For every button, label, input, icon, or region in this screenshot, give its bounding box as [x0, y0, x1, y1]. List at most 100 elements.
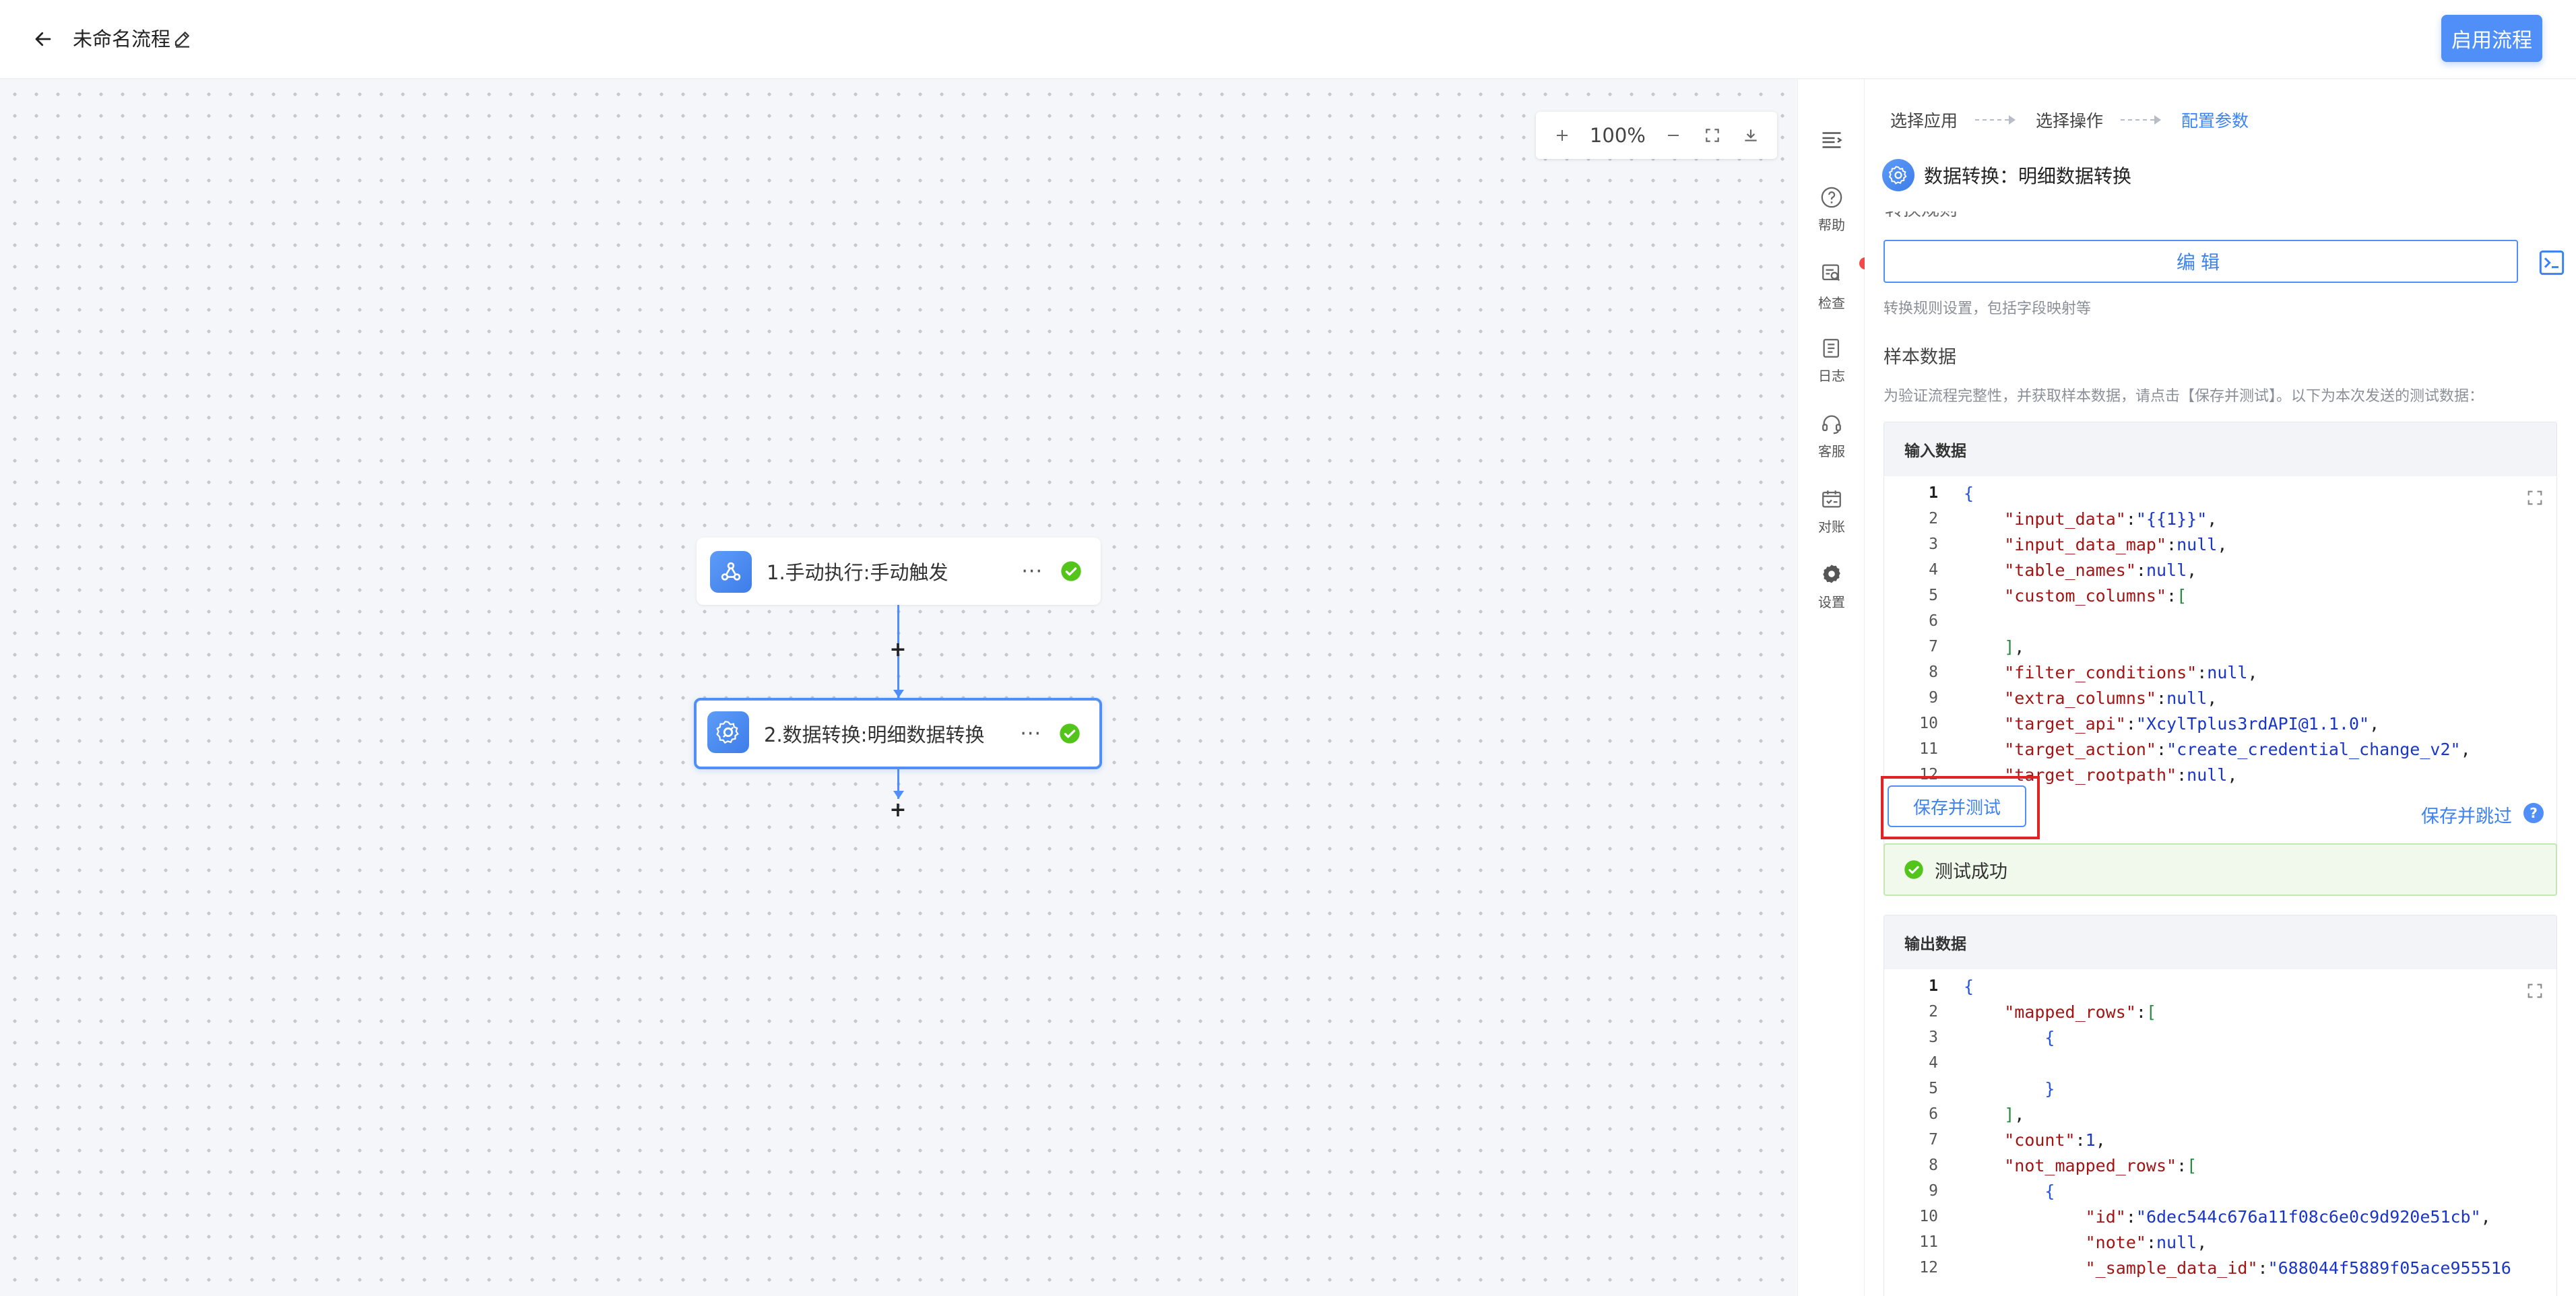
add-node-button[interactable]: + [889, 798, 907, 822]
output-data-title: 输出数据 [1884, 915, 2556, 969]
collapse-panel-button[interactable] [1798, 128, 1865, 152]
line-number: 1 [1929, 977, 1938, 995]
sample-data-hint: 为验证流程完整性，并获取样本数据，请点击【保存并测试】。以下为本次发送的测试数据… [1883, 388, 2484, 405]
code-text: "input_data":"{{1}}", [2004, 509, 2218, 529]
data-transform-icon [707, 711, 749, 753]
help-circle-icon[interactable]: ? [2523, 803, 2544, 823]
save-and-skip-button[interactable]: 保存并跳过 [2421, 806, 2512, 827]
line-number: 2 [1929, 1003, 1938, 1020]
expand-icon[interactable] [2525, 488, 2544, 507]
code-text: "custom_columns":[ [2004, 585, 2187, 606]
download-button[interactable] [1737, 122, 1764, 149]
trigger-icon [710, 551, 752, 593]
line-number: 1 [1929, 484, 1938, 502]
node-more-button[interactable]: ··· [1020, 721, 1041, 746]
settings-button[interactable]: 设置 [1798, 563, 1865, 611]
code-text: "target_action":"create_credential_chang… [2004, 739, 2471, 759]
reconcile-icon [1822, 490, 1841, 508]
zoom-toolbar: 100% [1536, 112, 1777, 159]
back-button[interactable] [30, 26, 57, 53]
edit-title-button[interactable] [172, 28, 194, 50]
code-text: "id":"6dec544c676a11f08c6e0c9d920e51cb", [2085, 1206, 2491, 1227]
code-text: "count":1, [2004, 1130, 2106, 1150]
step-breadcrumb: 选择应用 选择操作 配置参数 [1890, 108, 2249, 132]
line-number: 3 [1929, 1029, 1938, 1046]
step-select-app[interactable]: 选择应用 [1890, 111, 1958, 131]
flow-node-1[interactable]: 1.手动执行:手动触发 ··· [697, 538, 1101, 605]
code-line: 10 "target_api":"XcylTplus3rdAPI@1.1.0", [1884, 711, 2556, 736]
code-text: ], [2004, 637, 2025, 657]
expand-icon[interactable] [2525, 981, 2544, 1000]
code-text: "table_names":null, [2004, 560, 2197, 580]
line-number: 9 [1929, 689, 1938, 707]
add-node-button[interactable]: + [889, 638, 907, 661]
flow-canvas[interactable]: 100% 1.手动执行:手动触发 ··· + [0, 79, 1797, 1296]
zoom-in-button[interactable] [1549, 122, 1576, 149]
code-line: 6 [1884, 608, 2556, 634]
data-transform-icon [1882, 159, 1914, 191]
code-line: 4 "table_names":null, [1884, 557, 2556, 583]
edit-rule-button[interactable]: 编辑 [1883, 240, 2518, 283]
step-separator [1975, 113, 2018, 127]
code-line: 6 ], [1884, 1101, 2556, 1127]
config-panel: 选择应用 选择操作 配置参数 数据转换：明细数据转换 转换规则 编辑 转换规则设… [1865, 79, 2576, 1296]
code-text: ], [2004, 1104, 2025, 1124]
code-text: "target_rootpath":null, [2004, 765, 2238, 785]
reconcile-button[interactable]: 对账 [1798, 488, 1865, 536]
rule-section-title: 转换规则 [1885, 212, 1958, 228]
gear-icon [1823, 564, 1840, 583]
code-text: { [1964, 483, 1974, 503]
log-button[interactable]: 日志 [1798, 337, 1865, 385]
icon-bar-label: 检查 [1818, 295, 1845, 311]
code-line: 1{ [1884, 973, 2556, 999]
customer-service-button[interactable]: 客服 [1798, 412, 1865, 460]
line-number: 11 [1919, 1233, 1938, 1251]
fit-view-button[interactable] [1699, 122, 1726, 149]
code-line: 4 [1884, 1050, 2556, 1076]
enable-flow-button[interactable]: 启用流程 [2441, 15, 2542, 62]
line-number: 7 [1929, 1131, 1938, 1148]
icon-bar-label: 客服 [1818, 443, 1845, 459]
code-text: "not_mapped_rows":[ [2004, 1155, 2197, 1175]
line-number: 7 [1929, 638, 1938, 655]
code-line: 10 "id":"6dec544c676a11f08c6e0c9d920e51c… [1884, 1204, 2556, 1229]
zoom-out-button[interactable] [1660, 122, 1687, 149]
code-line: 1{ [1884, 480, 2556, 506]
input-code-editor[interactable]: 1{2 "input_data":"{{1}}",3 "input_data_m… [1884, 476, 2556, 786]
step-config-params[interactable]: 配置参数 [2181, 111, 2249, 131]
line-number: 5 [1929, 587, 1938, 604]
connector-line [897, 769, 899, 799]
line-number: 4 [1929, 561, 1938, 579]
code-text: "extra_columns":null, [2004, 688, 2218, 708]
node-label: 1.手动执行:手动触发 [767, 561, 948, 584]
code-line: 11 "note":null, [1884, 1229, 2556, 1255]
code-line: 8 "not_mapped_rows":[ [1884, 1153, 2556, 1178]
code-text: "target_api":"XcylTplus3rdAPI@1.1.0", [2004, 713, 2380, 734]
line-number: 8 [1929, 1157, 1938, 1174]
right-icon-bar: 帮助 ! 检查 日志 客服 [1797, 79, 1871, 1296]
terminal-button[interactable] [2538, 249, 2565, 276]
node-more-button[interactable]: ··· [1021, 559, 1043, 583]
check-button[interactable]: ! 检查 [1798, 257, 1871, 312]
rule-hint: 转换规则设置，包括字段映射等 [1883, 300, 2092, 317]
line-number: 12 [1919, 766, 1938, 783]
line-number: 3 [1929, 536, 1938, 553]
step-separator [2121, 113, 2164, 127]
flow-node-2[interactable]: 2.数据转换:明细数据转换 ··· [694, 698, 1102, 769]
code-text: "note":null, [2085, 1232, 2208, 1252]
code-text: "mapped_rows":[ [2004, 1002, 2157, 1022]
input-data-title: 输入数据 [1884, 422, 2556, 476]
line-number: 12 [1919, 1259, 1938, 1276]
save-and-test-button[interactable]: 保存并测试 [1888, 785, 2026, 827]
node-label: 2.数据转换:明细数据转换 [764, 723, 985, 746]
line-number: 5 [1929, 1080, 1938, 1097]
help-icon [1821, 187, 1842, 208]
menu-collapse-icon [1822, 132, 1842, 148]
step-select-action[interactable]: 选择操作 [2036, 111, 2104, 131]
help-button[interactable]: 帮助 [1798, 186, 1865, 234]
arrow-left-icon [35, 32, 51, 46]
code-line: 11 "target_action":"create_credential_ch… [1884, 736, 2556, 762]
pencil-icon [174, 32, 189, 48]
